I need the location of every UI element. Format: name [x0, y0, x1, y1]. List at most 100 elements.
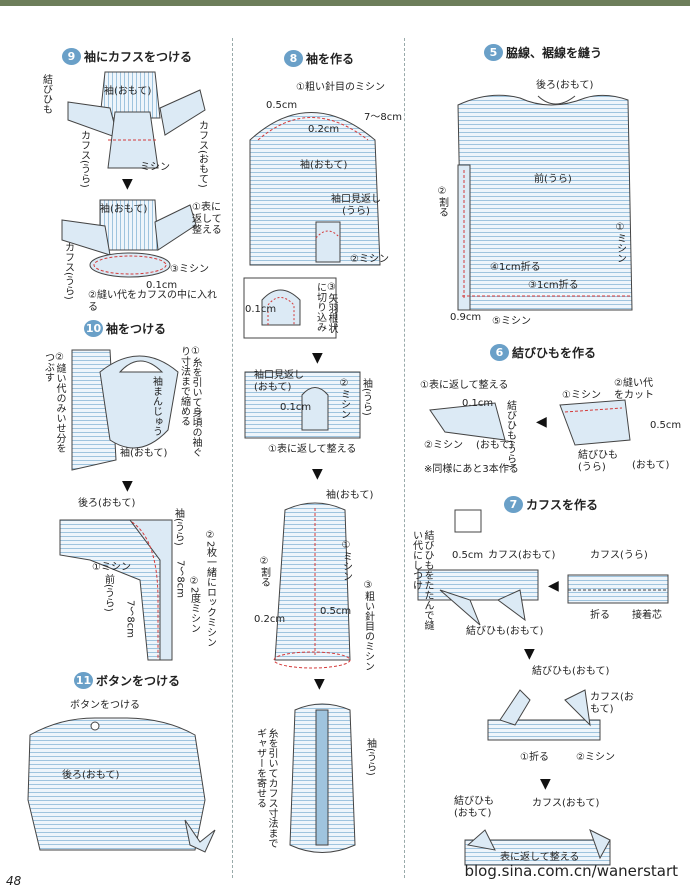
s8-label-mishin1: ①ミシン [340, 540, 352, 581]
s7-arrow-down-1: ▼ [524, 646, 535, 662]
s6-label-musubi-ura: 結びひも(うら) [504, 400, 516, 468]
s8-label-cm05b: 0.5cm [320, 606, 352, 617]
s8-label-cm05: 0.5cm [266, 100, 298, 111]
step-10-number: 10 [84, 320, 103, 337]
s11-label-ushiro: 後ろ(おもて) [62, 770, 120, 781]
column-divider-left [232, 38, 233, 878]
s7-label-tatande: 結びひもをたたんで縫い代にしつけ [410, 530, 434, 630]
s7-label-ori: 折る [590, 610, 610, 621]
s6-label-mishin1: ①ミシン [562, 390, 601, 401]
s10-label-ushiro: 後ろ(おもて) [78, 498, 136, 509]
s10-label-ito: ①糸を引いて身頃の袖ぐり寸法まで縮める [178, 346, 202, 457]
s10-label-r78b: 7〜8cm [124, 600, 136, 638]
s10-arrow-down: ▼ [122, 478, 133, 494]
s8-label-sode-ura2: 袖(うら) [364, 738, 376, 776]
s6-label-mishin2: ②ミシン [424, 440, 463, 451]
s8-arrow-down-1: ▼ [312, 350, 323, 366]
s7-label-cuff-omote: カフス(おもて) [488, 550, 556, 561]
s8-diagram-2 [243, 277, 337, 339]
s9-label-mishin: ミシン [140, 162, 170, 173]
s5-label-ori3: ③1cm折る [528, 280, 579, 291]
s9-label-cm01: 0.1cm [146, 280, 178, 291]
s7-label-kaesu: 表に返して整える [500, 852, 580, 863]
s9-label-sode1: 袖(おもて) [104, 86, 152, 97]
s6-diagram [429, 399, 631, 446]
s7-label-mishin2: ②ミシン [576, 752, 615, 763]
s10-diagram-top [71, 349, 179, 471]
s10-label-mae-ura: 前(うら) [102, 574, 114, 612]
step-7-title: カフスを作る [526, 498, 599, 512]
s10-label-tsubusu: ②縫い代のみいせ分をつぶす [42, 352, 66, 453]
s6-label-cut: ②縫い代をカット [614, 378, 654, 401]
s10-label-sode: 袖(おもて) [120, 448, 168, 459]
s7-label-ori1: ①折る [520, 752, 549, 763]
s8-diagram-4 [273, 502, 351, 669]
s8-diagram-5 [289, 703, 356, 853]
step-6-title: 結びひもを作る [512, 346, 597, 360]
s9-diagram-top [67, 71, 206, 169]
s8-label-kaeshi2: 袖口見返し(おもて) [254, 370, 304, 393]
s9-diagram-bottom [61, 199, 197, 278]
s10-label-sodemanju: 袖まんじゅう [150, 376, 162, 436]
step-11-title: ボタンをつける [96, 674, 181, 688]
s8-label-arai: ①粗い針目のミシン [296, 82, 385, 93]
s9-label-sode2: 袖(おもて) [100, 204, 148, 215]
s6-label-cm05: 0.5cm [650, 420, 682, 431]
s8-arrow-down-2: ▼ [312, 466, 323, 482]
s6-label-omote: (おもて) [476, 440, 514, 451]
page-number: 48 [6, 874, 22, 888]
step-5-number: 5 [484, 44, 503, 61]
s8-label-kaesu: ①表に返して整える [268, 444, 357, 455]
step-11-number: 11 [74, 672, 93, 689]
s7-label-musubi2: 結びひも(おもて) [532, 666, 610, 677]
step-8-title: 袖を作る [306, 52, 355, 66]
s7-label-cuff2: カフス(おもて) [590, 692, 634, 715]
s7-label-cuff3: カフス(おもて) [532, 798, 600, 809]
s6-label-omote2: (おもて) [632, 460, 670, 471]
watermark: blog.sina.com.cn/wanerstart [464, 862, 678, 880]
s8-label-cm01b: 0.1cm [280, 402, 312, 413]
s7-label-cuff-ura: カフス(うら) [590, 550, 648, 561]
s10-label-sode-ura: 袖(うら) [172, 508, 184, 546]
s8-label-cm01: 0.1cm [245, 304, 277, 315]
s9-label-cuff-ura: カフス(うら) [78, 130, 90, 188]
s7-arrow-down-2: ▼ [540, 776, 551, 792]
s8-label-cm02b: 0.2cm [254, 614, 286, 625]
s6-label-musubi-ura2: 結びひも(うら) [578, 450, 618, 473]
s8-diagram-3 [244, 371, 361, 439]
s9-label-kaesu: ①表に返して整える [192, 202, 222, 236]
s8-label-cm02: 0.2cm [308, 124, 340, 135]
step-9-title: 袖にカフスをつける [84, 50, 193, 64]
s10-diagram-bottom [59, 519, 173, 661]
s8-arrow-down-3: ▼ [314, 676, 325, 692]
s7-label-musubi3: 結びひも(おもて) [454, 796, 494, 819]
s10-label-lock: ②2枚一緒にロックミシン [204, 530, 216, 648]
step-10-title: 袖をつける [106, 322, 167, 336]
s8-label-waru: ②割る [258, 556, 270, 587]
s7-arrow-left: ◀ [548, 578, 559, 594]
s6-label-note: ※同様にあと3本作る [424, 464, 519, 475]
column-divider-right [404, 38, 405, 878]
s5-label-mishin5: ⑤ミシン [492, 316, 531, 327]
step-5-title: 脇線、裾線を縫う [506, 46, 603, 60]
s10-label-r78a: 7〜8cm [174, 560, 186, 598]
s8-label-yahane: ③矢羽根状に切り込み [314, 282, 338, 333]
s9-arrow-down: ▼ [122, 176, 133, 192]
s5-label-ushiro: 後ろ(おもて) [536, 80, 594, 91]
s8-label-cm78: 7〜8cm [364, 112, 402, 123]
s8-label-mishin2: ②ミシン [350, 254, 389, 265]
s8-label-arai3: ③粗い針目のミシン [362, 580, 374, 671]
step-9-number: 9 [62, 48, 81, 65]
s5-label-cm09: 0.9cm [450, 312, 482, 323]
s5-label-waru: ②割る [436, 186, 448, 217]
s9-label-cuff-omote: カフス(おもて) [196, 120, 208, 188]
s9-label-nuishiro: ②縫い代をカフスの中に入れる [88, 290, 217, 313]
s11-diagram [27, 717, 216, 853]
s9-label-mishin3: ③ミシン [170, 264, 209, 275]
